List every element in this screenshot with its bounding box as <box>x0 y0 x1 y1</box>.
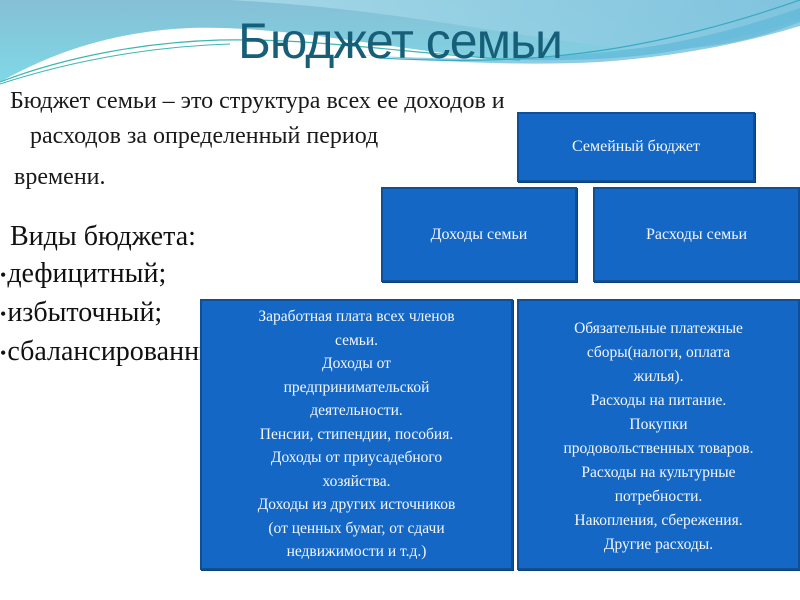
expenses-details-text: Обязательные платежные сборы(налоги, опл… <box>563 320 754 553</box>
definition-line-2: расходов за определенный период <box>30 123 379 149</box>
family-expenses-node: Расходы семьи <box>593 187 800 282</box>
definition-line-1: Бюджет семьи – это структура всех ее дох… <box>10 88 505 114</box>
slide-title: Бюджет семьи <box>238 13 563 69</box>
family-budget-label: Семейный бюджет <box>572 138 700 155</box>
family-income-label: Доходы семьи <box>430 225 528 243</box>
income-details-node: Заработная плата всех членов семьи. Дохо… <box>200 299 513 570</box>
expenses-details-node: Обязательные платежные сборы(налоги, опл… <box>517 299 800 570</box>
budget-definition: Бюджет семьи – это структура всех ее дох… <box>10 84 510 195</box>
family-expenses-label: Расходы семьи <box>645 225 748 243</box>
definition-line-3: времени. <box>14 164 106 190</box>
budget-types-heading: Виды бюджета: <box>10 221 196 252</box>
budget-type-deficit: дефицитный; <box>0 255 240 294</box>
income-details-text: Заработная плата всех членов семьи. Дохо… <box>257 308 456 560</box>
budget-types-list: Виды бюджета: дефицитный; избыточный; сб… <box>0 218 240 372</box>
family-income-node: Доходы семьи <box>381 187 577 282</box>
family-budget-node: Семейный бюджет <box>517 112 755 182</box>
budget-type-surplus: избыточный; <box>0 294 240 333</box>
